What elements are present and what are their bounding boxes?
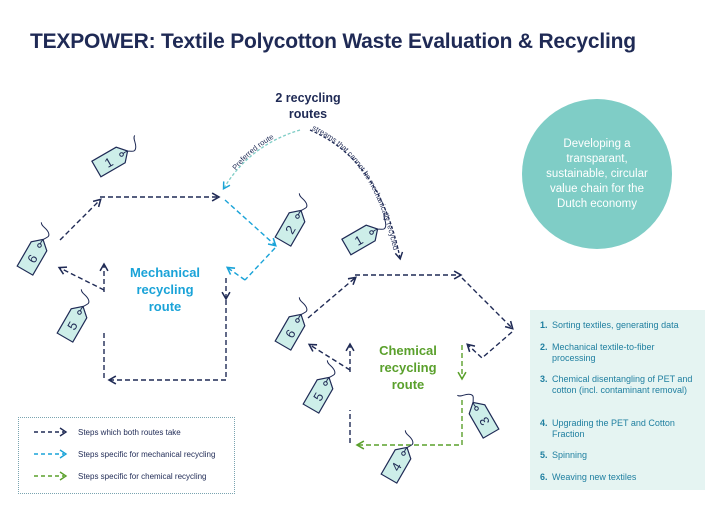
step-item: 1.Sorting textiles, generating data	[540, 320, 679, 330]
legend-label-both: Steps which both routes take	[78, 427, 181, 437]
preferred-route-arrow	[222, 129, 301, 191]
tag-icon: 3	[457, 393, 500, 439]
green-arrow-icon	[34, 471, 68, 481]
blue-arrow-icon	[34, 449, 68, 459]
legend-label-chemical: Steps specific for chemical recycling	[78, 471, 207, 481]
steps-panel: 1.Sorting textiles, generating data 2.Me…	[530, 310, 705, 490]
tag-icon: 1	[341, 213, 387, 256]
legend-item-chemical: Steps specific for chemical recycling	[19, 468, 207, 484]
vision-text: Developing a transparant, sustainable, c…	[546, 137, 648, 210]
vision-circle: Developing a transparant, sustainable, c…	[522, 99, 672, 249]
step-item: 2.Mechanical textile-to-fiber processing	[540, 342, 655, 363]
navy-arrow-icon	[34, 427, 68, 437]
legend-item-mechanical: Steps specific for mechanical recycling	[19, 446, 215, 462]
legend: Steps which both routes take Steps speci…	[18, 417, 235, 494]
page-title: TEXPOWER: Textile Polycotton Waste Evalu…	[30, 30, 636, 53]
tag-icon: 5	[56, 289, 90, 343]
tag-icon: 4	[380, 430, 414, 484]
step-item: 4.Upgrading the PET and Cotton Fraction	[540, 418, 675, 439]
legend-item-both: Steps which both routes take	[19, 424, 181, 440]
routes-label: 2 recycling routes	[275, 91, 341, 121]
tag-icon: 6	[274, 297, 308, 351]
step-item: 6.Weaving new textiles	[540, 472, 637, 482]
step-item: 5.Spinning	[540, 450, 588, 460]
mechanical-route-label: Mechanical recycling route	[129, 265, 201, 314]
tag-icon: 1	[91, 135, 137, 178]
legend-label-mechanical: Steps specific for mechanical recycling	[78, 449, 216, 459]
chemical-route-label: Chemical recycling route	[379, 343, 437, 392]
svg-text:Preferred route: Preferred route	[230, 132, 275, 172]
mechanical-shirt-path	[57, 192, 277, 385]
preferred-route-label: Preferred route	[230, 132, 275, 172]
chemical-shirt-path	[307, 270, 514, 450]
tag-icon: 5	[302, 360, 336, 414]
tag-icon: 2	[274, 193, 308, 247]
step-item: 3.Chemical disentangling of PET and cott…	[540, 374, 693, 395]
tag-icon: 6	[16, 222, 50, 276]
streams-arrow	[309, 129, 404, 261]
